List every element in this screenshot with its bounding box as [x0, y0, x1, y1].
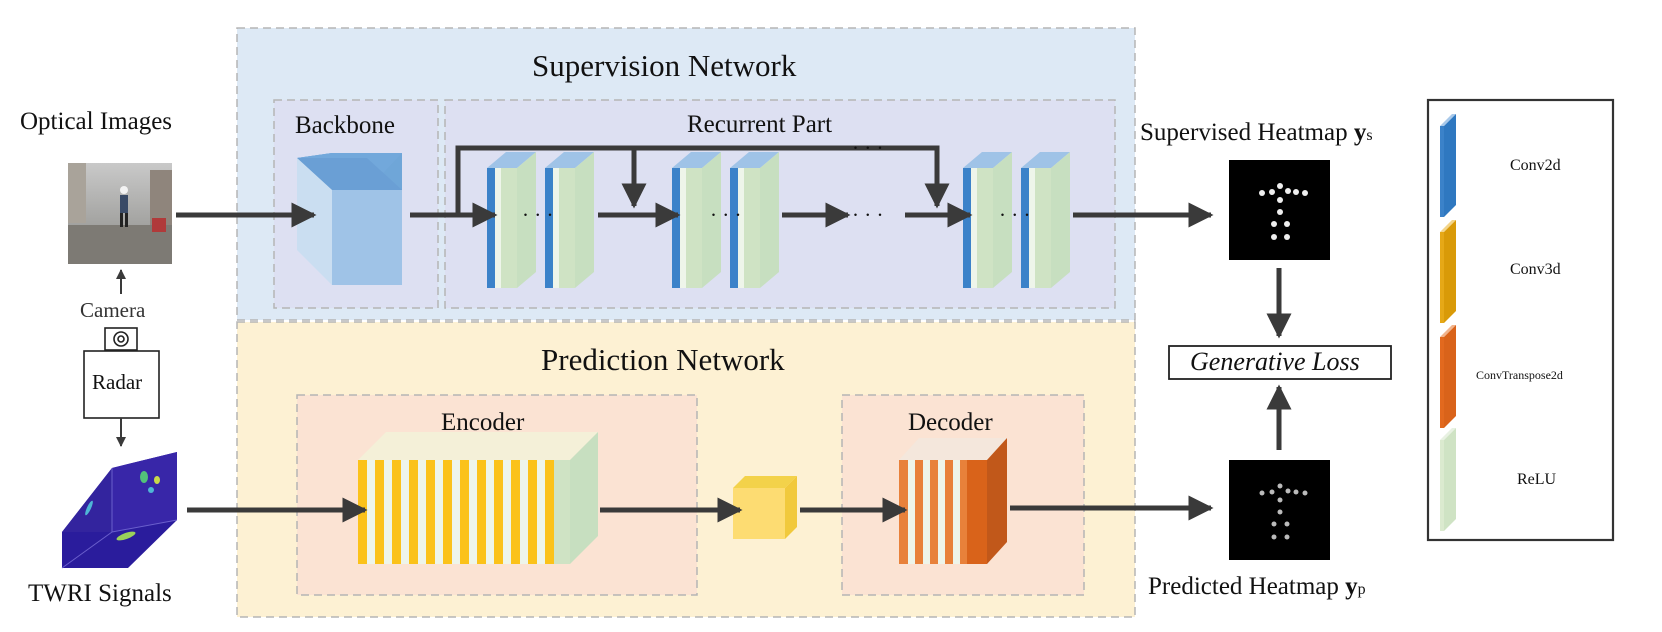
legend-box	[1426, 98, 1615, 542]
twri-signal-cube	[61, 452, 178, 569]
legend-relu-label: ReLU	[1517, 471, 1557, 488]
radar-label: Radar	[92, 370, 143, 394]
recurrent-block-1a	[487, 152, 536, 288]
ellipsis-2: · · ·	[710, 203, 742, 227]
supervised-heatmap-text: Supervised Heatmap	[1140, 119, 1348, 146]
twri-signals-label: TWRI Signals	[28, 580, 172, 607]
latent-cube	[733, 476, 797, 539]
recurrent-block-2b	[730, 152, 779, 288]
recurrent-block-3a	[963, 152, 1012, 288]
ellipsis-1: · · ·	[522, 203, 554, 227]
predicted-heatmap-image	[1229, 460, 1330, 560]
prediction-network-title: Prediction Network	[541, 342, 785, 377]
legend-conv3d-label: Conv3d	[1510, 261, 1561, 278]
supervised-heatmap-image	[1229, 160, 1330, 260]
optical-image-thumbnail	[68, 163, 172, 264]
recurrent-block-1b	[545, 152, 594, 288]
legend-conv3d-swatch	[1440, 220, 1456, 323]
legend-convtranspose2d-swatch	[1440, 325, 1456, 428]
legend-conv2d-swatch	[1440, 114, 1456, 217]
camera-icon	[104, 327, 138, 351]
decoder-label: Decoder	[908, 409, 993, 436]
legend-relu-swatch	[1440, 428, 1456, 531]
legend-convtranspose2d-label: ConvTranspose2d	[1476, 368, 1563, 382]
supervised-heatmap-symbol: y	[1353, 119, 1367, 146]
legend-conv2d-label: Conv2d	[1510, 157, 1561, 174]
predicted-heatmap-text: Predicted Heatmap	[1148, 573, 1339, 600]
decoder-block	[899, 438, 1007, 564]
backbone-label: Backbone	[295, 112, 395, 139]
supervised-heatmap-label: Supervised Heatmap ys	[1140, 120, 1373, 145]
ellipsis-4: · · ·	[999, 203, 1031, 227]
ellipsis-5: · · ·	[852, 136, 884, 160]
predicted-heatmap-subscript: p	[1357, 581, 1366, 598]
recurrent-part-label: Recurrent Part	[687, 111, 833, 138]
ellipsis-3: · · ·	[852, 203, 884, 227]
predicted-heatmap-symbol: y	[1345, 573, 1358, 600]
backbone-block	[297, 153, 402, 285]
recurrent-block-3b	[1021, 152, 1070, 288]
recurrent-block-2a	[672, 152, 721, 288]
supervision-network-title: Supervision Network	[532, 48, 797, 83]
encoder-label: Encoder	[441, 409, 525, 436]
camera-label: Camera	[80, 298, 146, 322]
supervised-heatmap-subscript: s	[1366, 127, 1373, 144]
optical-images-label: Optical Images	[20, 108, 173, 135]
predicted-heatmap-label: Predicted Heatmap yp	[1148, 574, 1366, 599]
connection-arrows	[176, 145, 1292, 523]
encoder-block	[358, 432, 598, 564]
generative-loss-label: Generative Loss	[1190, 347, 1360, 376]
generative-loss-box	[1168, 345, 1392, 380]
